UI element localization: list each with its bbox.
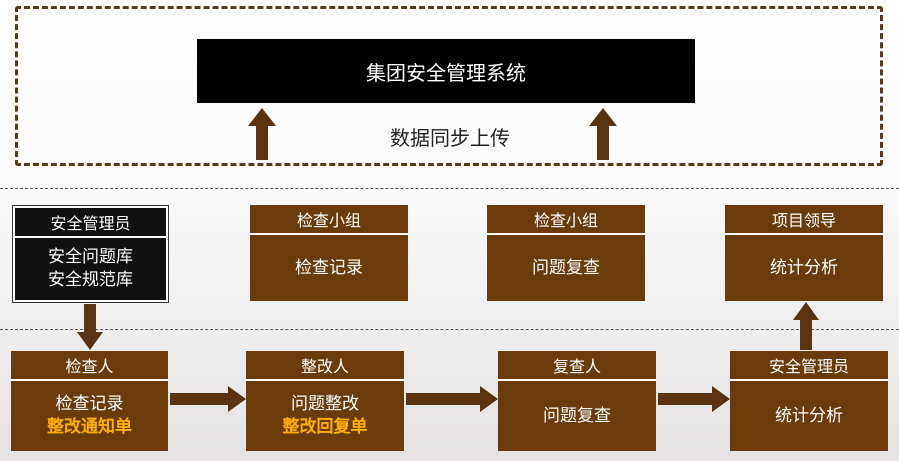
card-divider — [15, 236, 166, 238]
card-body: 安全问题库 安全规范库 — [15, 238, 166, 300]
card-line: 问题复查 — [532, 257, 600, 278]
card-line: 问题复查 — [543, 405, 611, 426]
card-line: 安全问题库 — [48, 247, 133, 267]
safety-admin-library-card: 安全管理员 安全问题库 安全规范库 — [12, 205, 169, 303]
upload-arrow-left — [248, 108, 276, 160]
card-header: 检查小组 — [533, 210, 598, 230]
card-header: 检查人 — [65, 356, 114, 376]
up-arrow-admin-to-leader — [793, 302, 819, 350]
card-body: 统计分析 — [730, 381, 888, 451]
inspection-team-record-card: 检查小组 检查记录 — [250, 205, 408, 301]
card-body: 统计分析 — [725, 235, 883, 301]
safety-admin-stats-card: 安全管理员 统计分析 — [730, 351, 888, 451]
card-line: 统计分析 — [775, 405, 843, 426]
card-header: 安全管理员 — [50, 213, 131, 233]
card-header: 检查小组 — [296, 210, 361, 230]
down-arrow-library-to-inspector — [77, 304, 103, 350]
right-arrow-rectifier-to-rechecker — [406, 386, 498, 412]
card-divider — [250, 233, 408, 235]
card-body: 检查记录 — [250, 235, 408, 301]
system-frame — [15, 6, 883, 166]
system-title: 集团安全管理系统 — [366, 60, 526, 85]
card-divider — [11, 379, 168, 381]
upload-arrow-right — [589, 108, 617, 160]
separator-top — [0, 188, 899, 189]
card-header: 安全管理员 — [768, 356, 849, 376]
card-line: 检查记录 — [295, 257, 363, 278]
card-line: 统计分析 — [770, 257, 838, 278]
card-header: 复查人 — [552, 356, 601, 376]
group-safety-system-box: 集团安全管理系统 — [197, 39, 695, 103]
card-header: 项目领导 — [771, 210, 836, 230]
card-body: 问题复查 — [487, 235, 645, 301]
card-divider — [730, 379, 888, 381]
card-divider — [725, 233, 883, 235]
project-leader-card: 项目领导 统计分析 — [725, 205, 883, 301]
card-divider — [498, 379, 656, 381]
separator-middle — [0, 329, 899, 330]
card-body: 问题整改 整改回复单 — [246, 381, 404, 451]
card-line: 检查记录 — [55, 394, 124, 414]
right-arrow-inspector-to-rectifier — [170, 386, 246, 412]
card-body: 问题复查 — [498, 381, 656, 451]
rechecker-card: 复查人 问题复查 — [498, 351, 656, 451]
card-divider — [487, 233, 645, 235]
inspector-card: 检查人 检查记录 整改通知单 — [11, 351, 168, 451]
card-line: 问题整改 — [291, 394, 359, 414]
rectifier-card: 整改人 问题整改 整改回复单 — [246, 351, 404, 451]
rectification-notice-label: 整改通知单 — [47, 417, 132, 437]
right-arrow-rechecker-to-admin — [658, 386, 730, 412]
card-line: 安全规范库 — [48, 270, 133, 290]
card-header: 整改人 — [300, 356, 349, 376]
inspection-team-recheck-card: 检查小组 问题复查 — [487, 205, 645, 301]
card-body: 检查记录 整改通知单 — [11, 381, 168, 451]
sync-label: 数据同步上传 — [390, 125, 510, 150]
card-divider — [246, 379, 404, 381]
rectification-reply-label: 整改回复单 — [282, 417, 368, 437]
